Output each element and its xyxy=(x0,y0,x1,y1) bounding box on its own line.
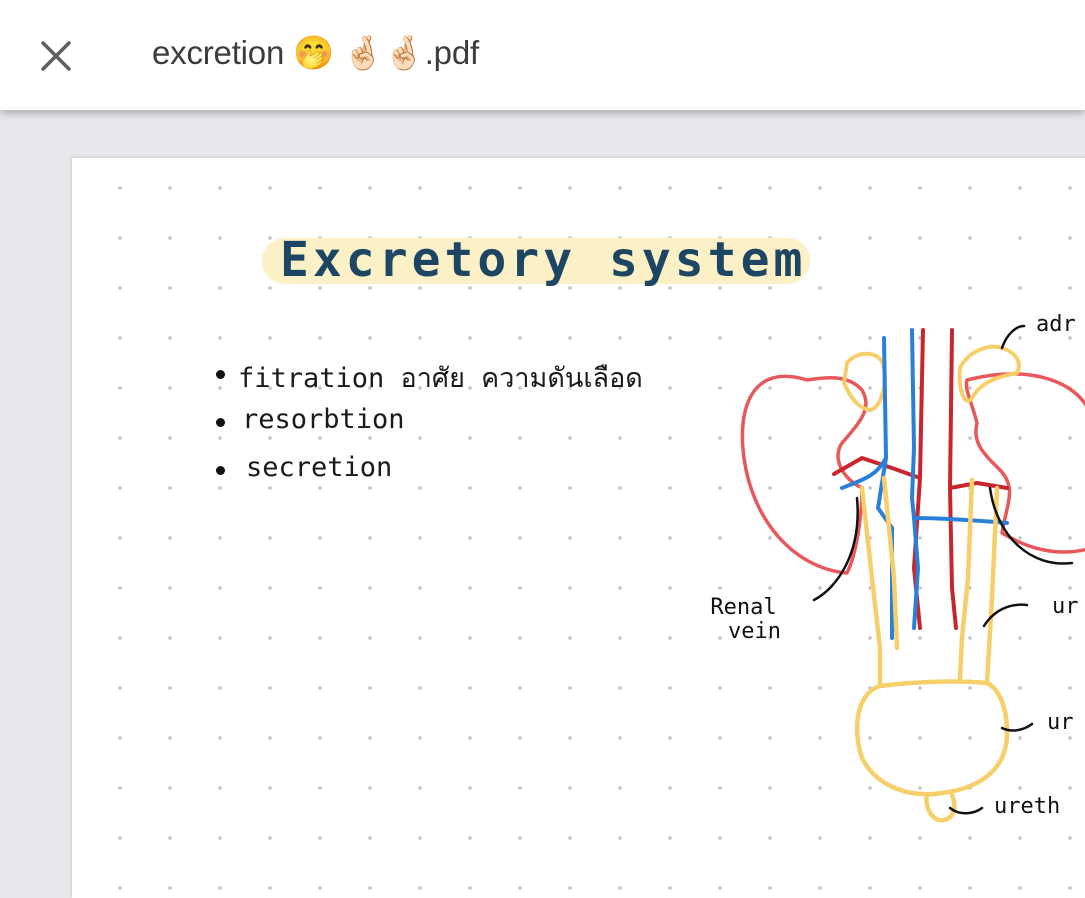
title-highlight xyxy=(262,238,810,284)
right-renal-vein xyxy=(912,516,1009,525)
left-renal-vein xyxy=(840,456,888,490)
page-title: Excretory system xyxy=(280,232,807,288)
close-button[interactable] xyxy=(30,32,82,80)
label-bladder: ur xyxy=(1047,710,1074,735)
close-icon xyxy=(41,41,71,71)
label-renal-vein: Renal vein xyxy=(706,596,781,644)
urethra xyxy=(924,792,957,823)
left-adrenal xyxy=(842,351,887,412)
left-renal-artery xyxy=(832,456,922,480)
adrenal-pointer xyxy=(1000,324,1026,350)
bullet-secretion: secretion xyxy=(212,452,643,500)
top-app-bar: excretion 🤭 🤞🏻🤞🏻.pdf xyxy=(0,0,1085,110)
left-ureter-inner xyxy=(881,475,900,651)
ureter-pointer xyxy=(982,603,1029,628)
right-adrenal xyxy=(957,344,1021,403)
left-ureter xyxy=(859,485,883,689)
bladder xyxy=(854,679,1010,797)
right-ureter-outer xyxy=(984,485,1000,686)
renal-vein-pointer xyxy=(812,496,859,602)
bullet-list: fitration อาศัย ความดันเลือด resorbtion … xyxy=(212,356,643,500)
bullet-filtration: fitration อาศัย ความดันเลือด xyxy=(212,356,643,404)
label-adrenal: adr xyxy=(1036,312,1076,337)
right-ureter xyxy=(957,477,975,681)
right-kidney xyxy=(964,372,1085,554)
label-urethra: ureth xyxy=(994,794,1061,819)
label-renal-vein-line2: vein xyxy=(728,619,781,644)
urethra-pointer xyxy=(948,806,984,815)
aorta-right xyxy=(948,328,958,630)
kidney-diagram xyxy=(740,324,1085,823)
renal-artery-pointer xyxy=(988,486,1074,565)
label-ureter: ur xyxy=(1052,594,1079,619)
left-kidney xyxy=(740,374,868,575)
label-renal-vein-line1: Renal xyxy=(710,595,777,620)
vena-cava-right xyxy=(910,328,920,630)
bladder-pointer xyxy=(1000,722,1034,732)
bullet-resorption: resorbtion xyxy=(212,404,643,452)
document-title: excretion 🤭 🤞🏻🤞🏻.pdf xyxy=(152,34,479,71)
pdf-page[interactable]: Excretory system fitration อาศัย ความดัน… xyxy=(72,158,1085,898)
